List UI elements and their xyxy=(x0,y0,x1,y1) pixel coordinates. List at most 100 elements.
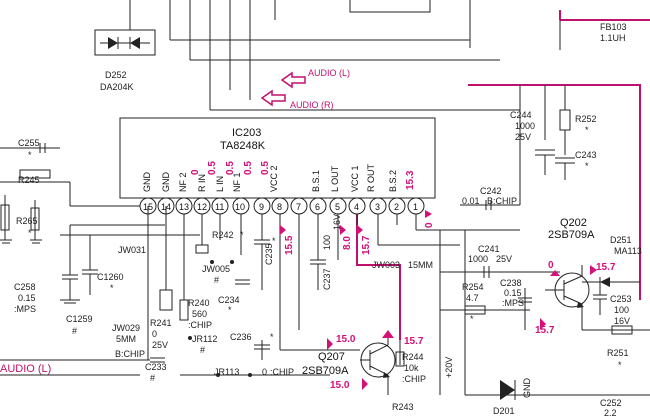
v-pin9: 0.5 xyxy=(243,161,254,175)
v-q202-c: 15.7 xyxy=(596,262,616,273)
r265-ref: R265 xyxy=(16,216,38,226)
pin-1: 1 xyxy=(407,197,425,215)
v-pin2: 15.3 xyxy=(405,170,416,190)
ic203: IC203 TA8248K GND GND NF 2 R IN L IN NF … xyxy=(119,117,436,199)
svg-text:5: 5 xyxy=(335,202,340,212)
jw005-val: # xyxy=(214,275,219,285)
pin-8: 8 xyxy=(271,197,289,215)
v-pin8b: 0.5 xyxy=(260,161,271,175)
r242-val: * xyxy=(240,230,244,240)
r251-ref: R251 xyxy=(607,348,629,358)
svg-text:6: 6 xyxy=(315,202,320,212)
r252-val: * xyxy=(585,125,589,135)
jw029-val: 5MM xyxy=(116,334,136,344)
r265-val: * xyxy=(28,228,32,238)
c243-val: * xyxy=(585,161,589,171)
v-q207-e: 15.0 xyxy=(330,380,350,391)
c236-ref: C236 xyxy=(230,332,252,342)
c241-val: 1000 xyxy=(468,254,488,264)
jw031-ref: JW031 xyxy=(118,245,146,255)
svg-text:4: 4 xyxy=(354,202,359,212)
plus20v-label: +20V xyxy=(444,357,454,378)
v-q207-b: 15.0 xyxy=(336,334,356,345)
voltage-labels: 15.5 8.0 15.7 15.0 15.7 15.0 0 15.7 15.7 xyxy=(284,235,616,391)
c253-ref: C253 xyxy=(610,294,632,304)
v-q202-e: 15.7 xyxy=(535,325,555,336)
voltage-markers xyxy=(280,225,597,390)
d252-part: DA204K xyxy=(100,82,134,92)
c237-ref: C237 xyxy=(322,268,332,290)
audio-r-label: AUDIO (R) xyxy=(290,100,334,110)
c258-ref: C258 xyxy=(14,282,36,292)
pinfunc-vcc2: VCC 2 xyxy=(269,165,279,192)
q202-part: 2SB709A xyxy=(548,229,595,241)
c238-type: :MPS xyxy=(502,298,524,308)
r241-ref: R241 xyxy=(150,318,172,328)
c258-type: :MPS xyxy=(14,304,36,314)
pinfunc-gnd2: GND xyxy=(161,172,171,193)
pinfunc-lin: L IN xyxy=(215,176,225,192)
pin-6: 6 xyxy=(309,197,327,215)
svg-text:10: 10 xyxy=(235,202,245,212)
r240-ref: R240 xyxy=(188,298,210,308)
c235-val: * xyxy=(272,236,276,246)
pin-4: 4 xyxy=(348,197,366,215)
audio-l-label: AUDIO (L) xyxy=(308,68,350,78)
audio-l-arrow: AUDIO (L) xyxy=(280,68,350,89)
jr113-ref: JR113 xyxy=(214,367,239,377)
v-pin8: 15.5 xyxy=(284,235,295,255)
c1259-val: # xyxy=(72,326,77,336)
c238-val: 0.15 xyxy=(504,288,522,298)
v-q202-b: 0 xyxy=(548,260,554,271)
c243-ref: C243 xyxy=(575,150,597,160)
c1260-val: * xyxy=(110,283,114,293)
r254-star: * xyxy=(470,314,474,324)
c244-volt: 25V xyxy=(515,132,531,142)
q202-transistor xyxy=(545,265,650,335)
r244-val: 10k xyxy=(404,363,419,373)
pinfunc-bs2: B.S.2 xyxy=(388,170,398,192)
jr112-val: # xyxy=(200,345,205,355)
pinfunc-lout: L OUT xyxy=(330,165,340,192)
fb103-ref: FB103 xyxy=(600,22,627,32)
r254-ref: R254 xyxy=(462,282,484,292)
r252-ref: R252 xyxy=(575,114,597,124)
c244-val: 1000 xyxy=(515,121,535,131)
q207-transistor xyxy=(360,335,405,395)
c242-type: B:CHIP xyxy=(487,196,517,206)
c241-ref: C241 xyxy=(478,244,500,254)
pin-5: 5 xyxy=(329,197,347,215)
c255-val: * xyxy=(28,150,32,160)
c237-val: 100 xyxy=(322,235,332,250)
q207-ref: Q207 xyxy=(318,351,345,363)
r254-val: 4.7 xyxy=(466,293,479,303)
jr113-type: :CHIP xyxy=(270,367,294,377)
svg-text:2: 2 xyxy=(394,202,399,212)
svg-text:8: 8 xyxy=(277,202,282,212)
r242-ref: R242 xyxy=(212,230,234,240)
v-pin4: 15.7 xyxy=(361,235,372,255)
v-pin12: 0 xyxy=(190,169,201,175)
jr113-val: 0 xyxy=(262,367,267,377)
d252-ref: D252 xyxy=(105,70,127,80)
d201-ref: D201 xyxy=(493,406,515,416)
pin-2: 2 xyxy=(388,197,406,215)
c253-val: 100 xyxy=(614,305,629,315)
pinfunc-rin: R IN xyxy=(197,174,207,192)
c252-val: 2.2 xyxy=(604,408,617,417)
pinfunc-gnd1: GND xyxy=(142,172,152,193)
pinfunc-rout: R OUT xyxy=(366,164,376,193)
left-circuit xyxy=(0,143,330,377)
pinfunc-bs1: B.S.1 xyxy=(311,170,321,192)
r244-type: :CHIP xyxy=(402,374,426,384)
pin-7: 7 xyxy=(290,197,308,215)
r251-val: * xyxy=(618,360,622,370)
c236-val: * xyxy=(270,332,274,342)
r240-type: :CHIP xyxy=(188,320,212,330)
pin-12: 12 xyxy=(193,197,211,215)
c234-ref: C234 xyxy=(218,295,240,305)
c238-ref: C238 xyxy=(500,278,522,288)
audio-l-left-label: AUDIO (L) xyxy=(0,363,51,375)
c1259-ref: C1259 xyxy=(66,314,93,324)
c241-volt: 25V xyxy=(496,254,512,264)
